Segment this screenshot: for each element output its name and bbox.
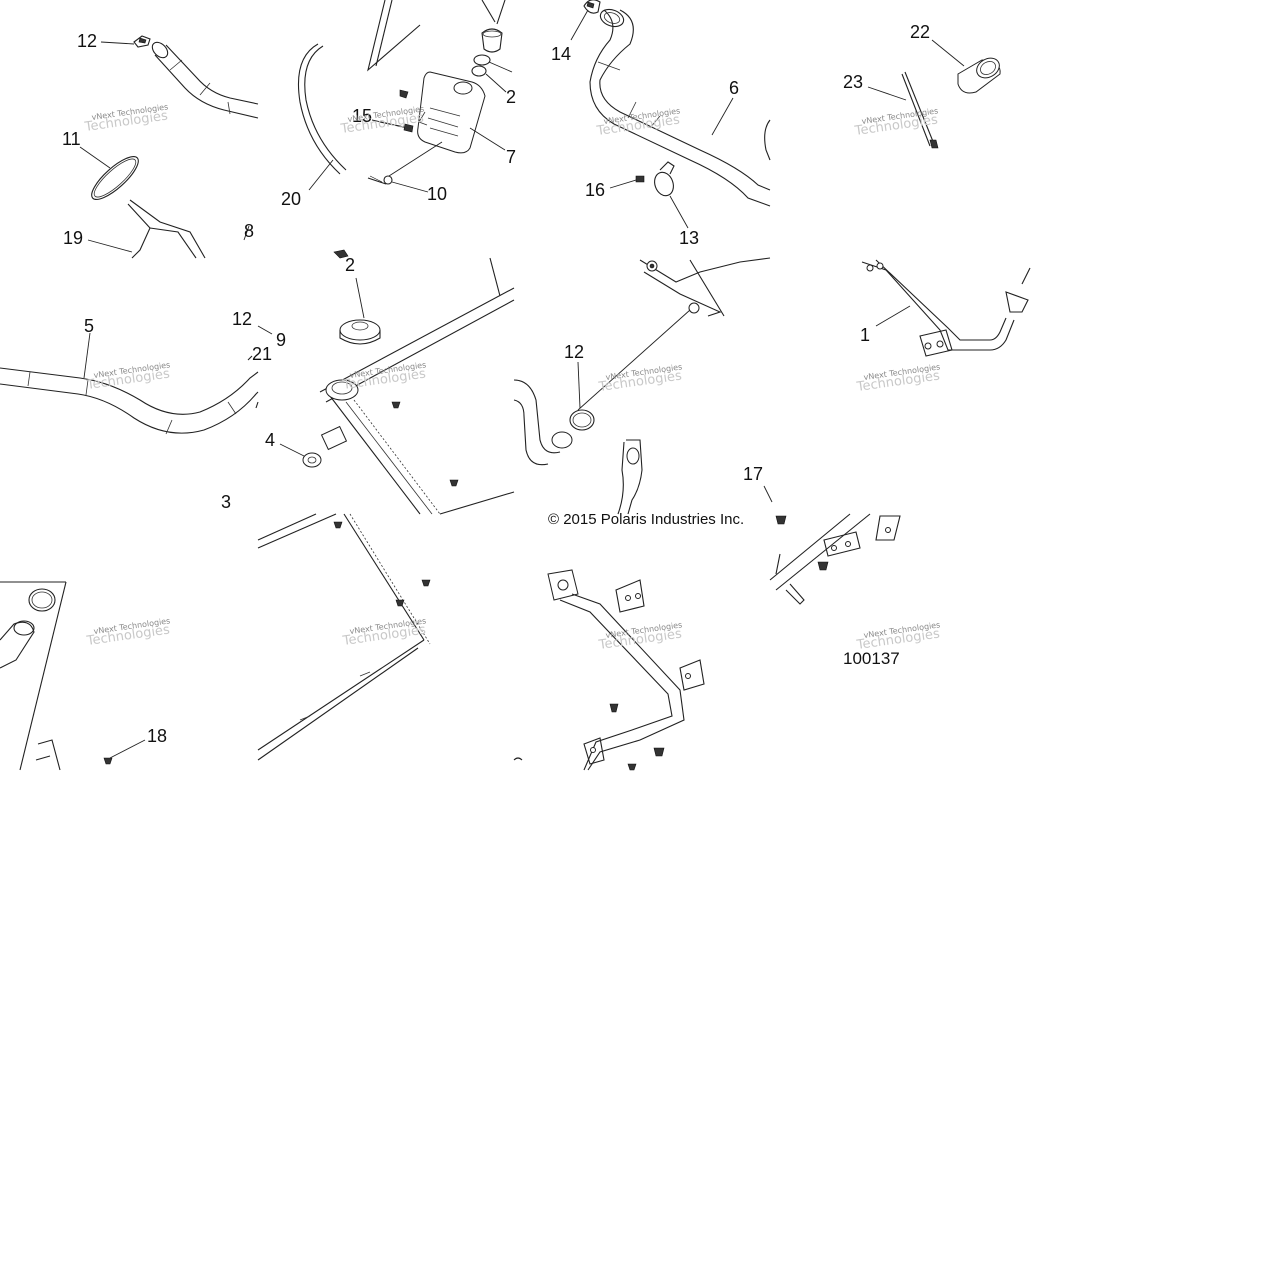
lower-mount <box>35 739 61 771</box>
tile-8: 1 <box>860 259 1031 357</box>
screw-16 <box>635 175 645 183</box>
callout-22: 22 <box>910 22 930 42</box>
fastener-18 <box>103 757 113 765</box>
callout-21: 21 <box>252 344 272 364</box>
callout-12: 12 <box>564 342 584 362</box>
tile-12: 17 100137 <box>743 464 901 668</box>
tile-9: 3 18 <box>0 492 231 771</box>
copyright-text: © 2015 Polaris Industries Inc. <box>548 511 744 528</box>
screw <box>449 479 459 487</box>
reservoir-cap <box>481 0 506 53</box>
mounting-bracket-1 <box>861 259 1031 357</box>
cable-tie-23 <box>901 71 939 149</box>
coolant-reservoir-7 <box>417 71 486 154</box>
tile-6: 2 4 <box>265 249 515 515</box>
screw <box>399 89 409 99</box>
coolant-hose-upper <box>151 41 259 119</box>
fastener-17 <box>775 515 787 525</box>
callout-2: 2 <box>506 87 516 107</box>
callout-12: 12 <box>77 31 97 51</box>
coolant-hose-5 <box>0 355 259 435</box>
callout-20: 20 <box>281 189 301 209</box>
tile-7: 12 <box>513 257 771 515</box>
fitting <box>333 249 349 259</box>
seal-ring <box>473 54 491 66</box>
tile-3: 14 6 16 13 <box>551 0 771 248</box>
radiator-cap-2 <box>339 319 381 345</box>
callout-5: 5 <box>84 316 94 336</box>
callout-12: 12 <box>232 309 252 329</box>
callout-4: 4 <box>265 430 275 450</box>
tile-1: 12 11 19 <box>62 31 259 259</box>
upper-bracket <box>639 257 771 317</box>
figure-id: 100137 <box>843 649 900 668</box>
callout-13: 13 <box>679 228 699 248</box>
callout-10: 10 <box>427 184 447 204</box>
screw <box>333 521 343 529</box>
lower-bracket-assembly <box>547 569 705 771</box>
hose-clamp-12 <box>133 35 151 48</box>
callout-23: 23 <box>843 72 863 92</box>
tile-5: 5 12 9 21 8 <box>0 221 286 435</box>
callout-11: 11 <box>62 129 81 149</box>
screw <box>391 401 401 409</box>
callout-9: 9 <box>276 330 286 350</box>
overflow-hose-20 <box>297 43 347 175</box>
callout-8: 8 <box>244 221 254 241</box>
callout-1: 1 <box>860 325 870 345</box>
hose-clamp <box>28 588 56 612</box>
screw <box>395 599 405 607</box>
callout-7: 7 <box>506 147 516 167</box>
lower-bracket <box>617 439 643 515</box>
hose-fitting-10 <box>367 175 393 185</box>
callout-14: 14 <box>551 44 571 64</box>
washer <box>471 65 487 77</box>
callout-17: 17 <box>743 464 763 484</box>
radiator-top-frame <box>319 257 515 515</box>
shroud-edge <box>19 581 67 771</box>
callout-6: 6 <box>729 78 739 98</box>
coolant-hose-6 <box>589 8 771 207</box>
clamp-13 <box>654 161 675 197</box>
callout-2: 2 <box>345 255 355 275</box>
tile-10 <box>257 513 523 761</box>
filler-neck <box>320 379 359 451</box>
radiator-core <box>257 513 431 761</box>
clamp-12 <box>569 409 595 431</box>
hose-elbow <box>513 379 573 466</box>
tile-11 <box>547 569 705 771</box>
hose-end <box>0 620 35 669</box>
callout-15: 15 <box>352 106 372 126</box>
fastener <box>817 561 829 571</box>
bracket-19 <box>127 199 206 259</box>
tile-2: 20 15 10 7 2 <box>281 0 516 209</box>
callout-18: 18 <box>147 726 167 746</box>
nut-4 <box>302 452 322 468</box>
clamp-14 <box>583 0 601 14</box>
side-bracket <box>769 513 901 605</box>
edge-mark <box>513 757 523 761</box>
sleeve-22 <box>957 57 1001 94</box>
reservoir-bracket <box>367 0 421 72</box>
callout-19: 19 <box>63 228 83 248</box>
retaining-band-11 <box>91 156 139 200</box>
callout-16: 16 <box>585 180 605 200</box>
tile-4: 22 23 <box>843 22 1001 149</box>
screw <box>421 579 431 587</box>
callout-3: 3 <box>221 492 231 512</box>
